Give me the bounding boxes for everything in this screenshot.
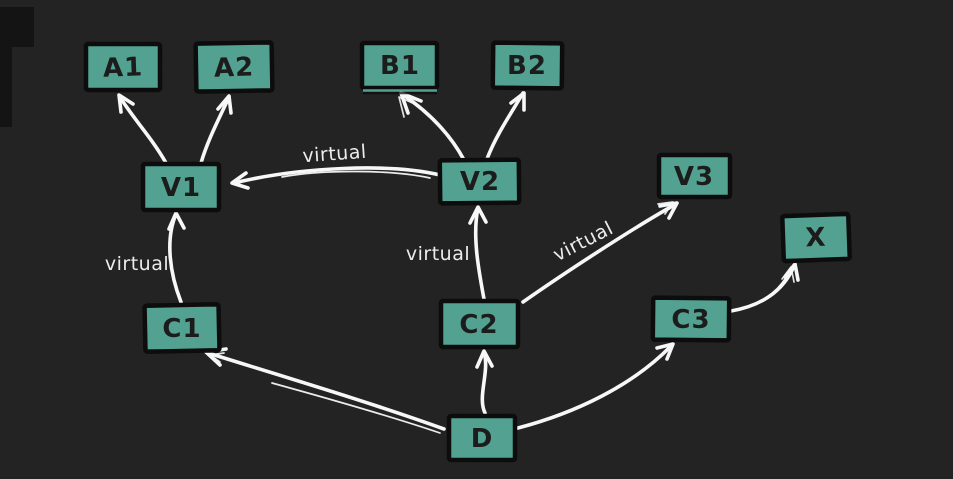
- edge-d-c2[interactable]: [475, 349, 494, 415]
- node-c1-sketch: [143, 303, 221, 353]
- node-c3[interactable]: C3: [650, 295, 732, 343]
- edge-v2-v1-arrowhead: [230, 171, 250, 190]
- edge-d-c1-line-echo: [271, 382, 441, 434]
- node-x[interactable]: X: [780, 211, 852, 264]
- node-b1-label: B1: [380, 51, 420, 81]
- node-v1-sketch: [141, 162, 221, 212]
- node-c2-label: C2: [459, 310, 498, 340]
- edge-c2-v3-line: [521, 202, 678, 304]
- edge-c3-x-line: [729, 264, 796, 313]
- node-c3-sketch: [651, 296, 731, 342]
- node-v2-label: V2: [460, 167, 500, 197]
- edge-v2-b1-line-echo: [406, 96, 454, 142]
- node-c1[interactable]: C1: [142, 302, 222, 354]
- node-v1-label: V1: [161, 173, 201, 203]
- edge-c3-x-arrowhead: [783, 262, 800, 282]
- edge-d-c2-line: [480, 350, 488, 415]
- node-a2-label: A2: [213, 52, 254, 83]
- edge-v2-b1-line: [400, 92, 466, 162]
- edge-v1-a1[interactable]: [117, 93, 168, 165]
- edge-v1-a2-line: [199, 95, 231, 165]
- edge-v2-b2[interactable]: [485, 91, 526, 161]
- node-v2-sketch: [438, 158, 521, 205]
- node-b1[interactable]: B1: [359, 40, 440, 95]
- edge-v2-b2-line: [485, 91, 525, 161]
- edge-c2-v2-line: [473, 206, 486, 301]
- edge-v1-a1-line: [118, 95, 168, 165]
- node-a1-sketch: [84, 42, 162, 92]
- node-d-sketch: [447, 414, 517, 462]
- edge-d-c2-arrowhead: [475, 349, 494, 369]
- node-d-label: D: [471, 424, 494, 454]
- node-b2-sketch: [491, 41, 564, 90]
- edge-v1-a1-arrowhead: [117, 93, 135, 114]
- edge-c3-x[interactable]: [729, 262, 800, 313]
- edge-d-c1[interactable]: [204, 347, 446, 434]
- edge-label-virtual-c2-v2: virtual: [406, 243, 470, 265]
- edge-v2-b1[interactable]: [398, 91, 466, 162]
- edge-v2-v1-line: [232, 166, 442, 185]
- node-b2-label: B2: [507, 51, 547, 81]
- node-c2-sketch: [439, 299, 520, 349]
- edge-c3-x-arrowhead-echo: [781, 266, 795, 283]
- edge-label-virtual-c2-v3: virtual: [550, 217, 617, 266]
- node-b1-box: [359, 40, 440, 91]
- node-v2[interactable]: V2: [437, 157, 522, 206]
- edge-d-c1-line: [206, 351, 446, 431]
- edge-c2-v2[interactable]: [468, 205, 488, 301]
- node-a2-sketch: [194, 41, 274, 93]
- edge-label-virtual-v2-v1: virtual: [302, 141, 368, 167]
- edge-d-c3-arrowhead: [655, 342, 675, 361]
- node-x-sketch: [781, 213, 851, 262]
- edge-v2-b2-arrowhead: [509, 91, 526, 112]
- node-x-label: X: [805, 223, 827, 254]
- edge-c1-v1[interactable]: [167, 211, 186, 304]
- node-a2[interactable]: A2: [193, 40, 275, 94]
- node-c1-label: C1: [162, 314, 201, 344]
- edge-v1-a2[interactable]: [199, 94, 233, 165]
- edge-c2-v3-arrowhead: [658, 201, 679, 220]
- node-v3-sketch: [657, 153, 732, 199]
- edge-d-c3[interactable]: [516, 342, 675, 430]
- edge-c2-v3-arrowhead-echo: [657, 201, 674, 215]
- edge-v2-v1[interactable]: [230, 166, 442, 190]
- edge-c1-v1-arrowhead: [167, 211, 186, 231]
- edge-d-c1-arrowhead-echo: [209, 352, 225, 363]
- edge-d-c3-line: [516, 344, 673, 430]
- edge-c2-v2-arrowhead: [468, 205, 488, 225]
- node-c3-label: C3: [671, 305, 710, 335]
- node-v3-label: V3: [674, 162, 714, 192]
- node-v3[interactable]: V3: [656, 152, 733, 200]
- node-a1-label: A1: [102, 52, 143, 83]
- node-b2[interactable]: B2: [490, 40, 565, 91]
- edge-v2-b1-arrowhead-echo: [398, 96, 418, 118]
- edge-label-virtual-c1-v1: virtual: [105, 253, 169, 275]
- edge-v2-v1-line-echo: [281, 170, 431, 179]
- edge-c2-v3[interactable]: [521, 201, 679, 304]
- node-d[interactable]: D: [446, 413, 518, 463]
- node-v1[interactable]: V1: [140, 161, 222, 213]
- node-c2[interactable]: C2: [438, 298, 521, 350]
- node-a1[interactable]: A1: [83, 41, 163, 93]
- edge-v1-a2-arrowhead: [216, 94, 233, 115]
- canvas-edge-artifact-strip: [0, 7, 12, 127]
